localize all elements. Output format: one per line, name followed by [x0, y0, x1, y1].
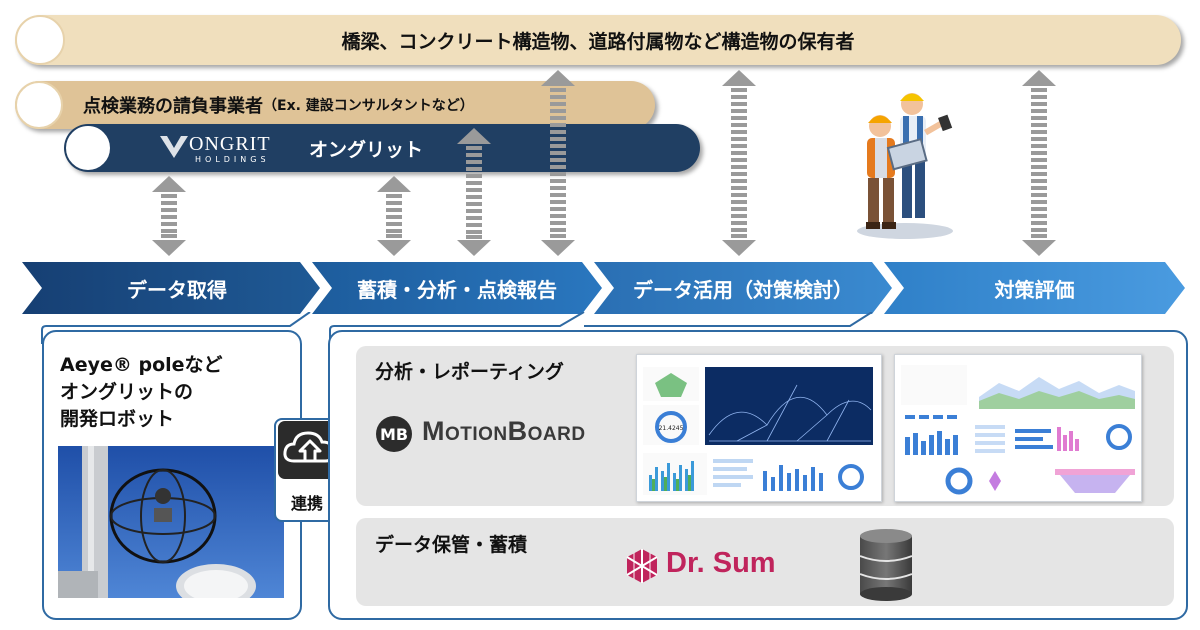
robot-panel-text: Aeye® poleなど オングリットの 開発ロボット: [60, 352, 223, 433]
ongrit-bar-label: オングリット: [309, 139, 424, 161]
double-arrow-icon: [722, 70, 756, 256]
process-step-label: データ活用（対策検討）: [633, 277, 853, 302]
drsum-cube-icon: [626, 549, 658, 583]
engineers-illustration: [857, 93, 953, 239]
robot-panel-line: 開発ロボット: [60, 408, 175, 430]
motionboard-mark-icon: MB: [376, 416, 412, 452]
contractor-bar-note: （Ex. 建設コンサルタントなど）: [263, 98, 474, 114]
process-step-label: データ取得: [127, 277, 227, 302]
robot-panel-line: オングリットの: [60, 381, 194, 403]
dashboard-screenshot: 21.4245: [636, 354, 882, 502]
ongrit-logo-subtext: HOLDINGS: [195, 155, 270, 164]
chevron-shape-4: [884, 262, 1185, 314]
ongrit-logo: ONGRIT HOLDINGS: [159, 130, 309, 168]
chevron-shape-2: [312, 262, 602, 314]
motionboard-logo: MB MotionBoard: [376, 410, 632, 460]
motionboard-mark-text: MB: [379, 424, 409, 444]
drsum-wordmark: Dr. Sum: [666, 547, 776, 579]
process-step-utilize: データ活用（対策検討）: [614, 262, 872, 314]
link-label: 連携: [291, 494, 324, 513]
double-arrow-icon: [541, 70, 575, 256]
contractor-bar: 点検業務の請負事業者 （Ex. 建設コンサルタントなど）: [15, 81, 655, 129]
drsum-logo: Dr. Sum: [626, 546, 806, 586]
double-arrow-icon: [457, 128, 491, 256]
connector-lines: [41, 312, 873, 344]
process-step-evaluate: 対策評価: [904, 262, 1165, 314]
contractor-bar-label: 点検業務の請負事業者: [83, 96, 263, 117]
process-step-label: 蓄積・分析・点検報告: [357, 277, 557, 302]
ongrit-bar: ONGRIT HOLDINGS オングリット: [64, 124, 700, 172]
double-arrow-icon: [1022, 70, 1056, 256]
storage-title: データ保管・蓄積: [375, 534, 528, 556]
owner-bar: 橋梁、コンクリート構造物、道路付属物など構造物の保有者: [15, 15, 1181, 65]
contractor-circle-icon: [15, 81, 63, 129]
process-step-acquire: データ取得: [42, 262, 312, 314]
analysis-title: 分析・レポーティング: [375, 361, 564, 383]
dashboard-screenshot: [894, 354, 1142, 502]
double-arrow-icon: [377, 176, 411, 256]
dashboard-kpi-value: 21.4245: [659, 425, 684, 432]
robot-photo: [58, 446, 284, 598]
storage-box: [356, 518, 1174, 606]
ongrit-logo-mark-icon: [160, 136, 188, 158]
double-arrow-icon: [152, 176, 186, 256]
process-step-analyze: 蓄積・分析・点検報告: [332, 262, 582, 314]
chevron-shape-1: [22, 262, 320, 314]
motionboard-wordmark: MotionBoard: [422, 416, 586, 446]
process-chevron-bg: [22, 262, 1185, 314]
chevron-shape-3: [594, 262, 892, 314]
process-step-label: 対策評価: [994, 277, 1075, 302]
ongrit-logo-text: ONGRIT: [189, 133, 271, 155]
owner-circle-icon: [15, 15, 65, 65]
database-icon: [859, 529, 913, 601]
robot-panel-line: Aeye® poleなど: [60, 354, 223, 376]
ongrit-circle-icon: [66, 126, 110, 170]
owner-bar-label: 橋梁、コンクリート構造物、道路付属物など構造物の保有者: [341, 30, 855, 53]
